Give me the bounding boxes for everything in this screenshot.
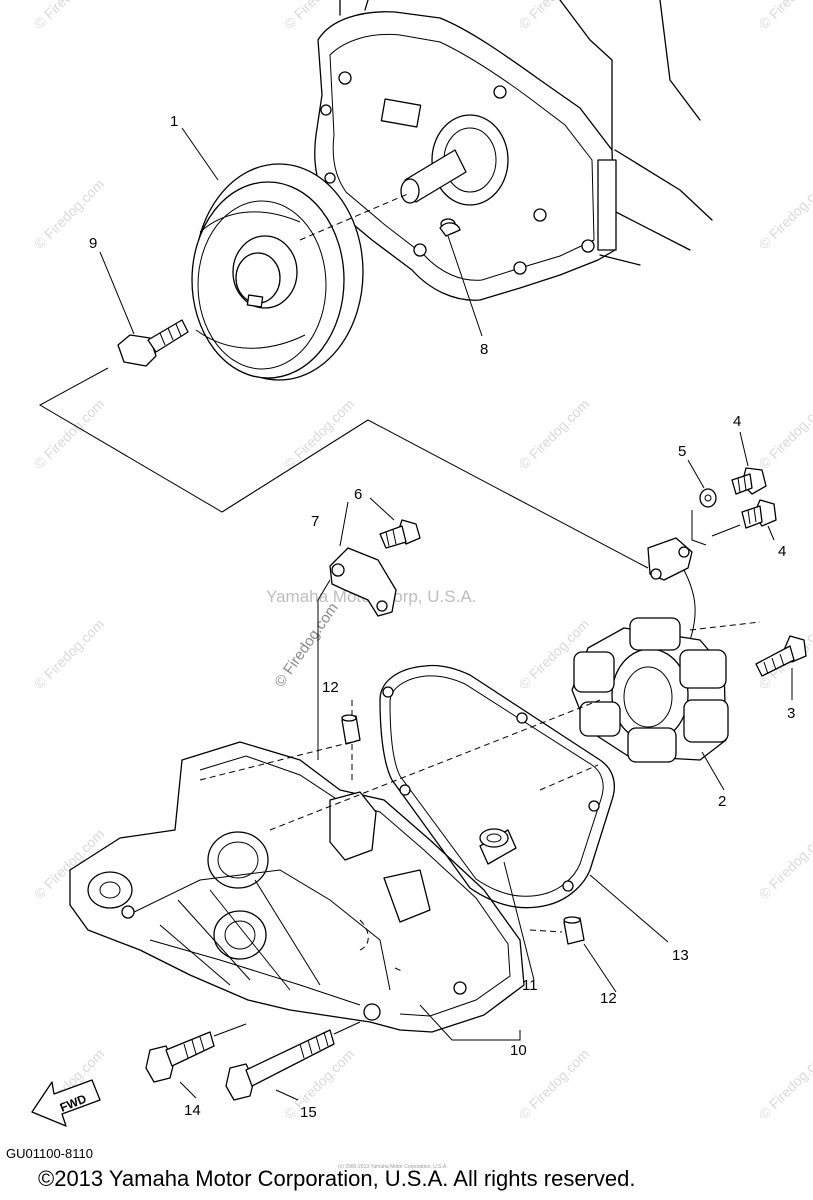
callout-4-lower: 4 [778,543,786,560]
callout-11: 11 [522,977,538,994]
callout-3: 3 [787,705,795,722]
callout-12-lower: 12 [600,990,617,1007]
watermark-firedog: © Firedog.com [516,396,592,472]
watermark-firedog: © Firedog.com [31,396,107,472]
fine-print-watermark: (c) 2000-2013 Yamaha Motor Corporation, … [338,1164,448,1170]
part-4-screw-upper [731,467,767,495]
callout-8: 8 [480,341,488,358]
callout-layer: 1 9 8 4 5 6 7 4 12 3 2 13 11 12 10 14 15 [89,113,795,1121]
engine-crankcase [314,0,713,301]
part-7-clamp [317,547,397,760]
watermark-firedog: © Firedog.com [756,1046,813,1122]
watermark-firedog: © Firedog.com [31,0,107,32]
part-8-key [439,222,483,337]
watermark-firedog: © Firedog.com [756,0,813,32]
callout-1: 1 [170,113,178,130]
watermark-firedog-center: © Firedog.com [271,600,341,691]
callout-5: 5 [678,443,686,460]
part-4-screw-lower [741,499,777,529]
part-6-screw [379,519,421,549]
watermark-firedog: © Firedog.com [756,396,813,472]
watermark-firedog: © Firedog.com [31,616,107,692]
diagram-code: GU01100-8110 [6,1146,93,1161]
callout-15: 15 [300,1104,317,1121]
bracket-lines [38,367,649,569]
part-11-collar [479,828,535,981]
fwd-arrow: FWD [31,1079,101,1127]
watermark-firedog: © Firedog.com [281,0,357,32]
leader-lines [99,127,793,791]
part-14-bolt [145,1023,247,1099]
watermark-firedog: © Firedog.com [756,176,813,252]
callout-10: 10 [510,1042,527,1059]
part-2-stator [539,617,761,791]
part-12-dowel-upper [341,700,361,780]
callout-12-upper: 12 [322,679,339,696]
part-9-bolt [117,319,189,367]
part-13-gasket [379,664,669,943]
callout-2: 2 [718,793,726,810]
callout-6: 6 [354,486,362,503]
watermark-firedog: © Firedog.com [516,1046,592,1122]
callout-14: 14 [184,1102,201,1119]
copyright-notice: ©2013 Yamaha Motor Corporation, U.S.A. A… [38,1166,635,1191]
part-3-screw [755,635,807,677]
pickup-coil [647,510,741,641]
part-12-dowel-lower [529,916,617,993]
part-1-flywheel-rotor [191,163,411,381]
callout-7: 7 [311,513,319,530]
callout-13: 13 [672,947,689,964]
part-5-washer [699,488,717,508]
part-10-crankcase-cover [69,699,601,1041]
watermark-firedog: © Firedog.com [756,826,813,902]
part-15-bolt [225,1021,361,1101]
callout-9: 9 [89,235,97,252]
callout-4-upper: 4 [733,413,741,430]
